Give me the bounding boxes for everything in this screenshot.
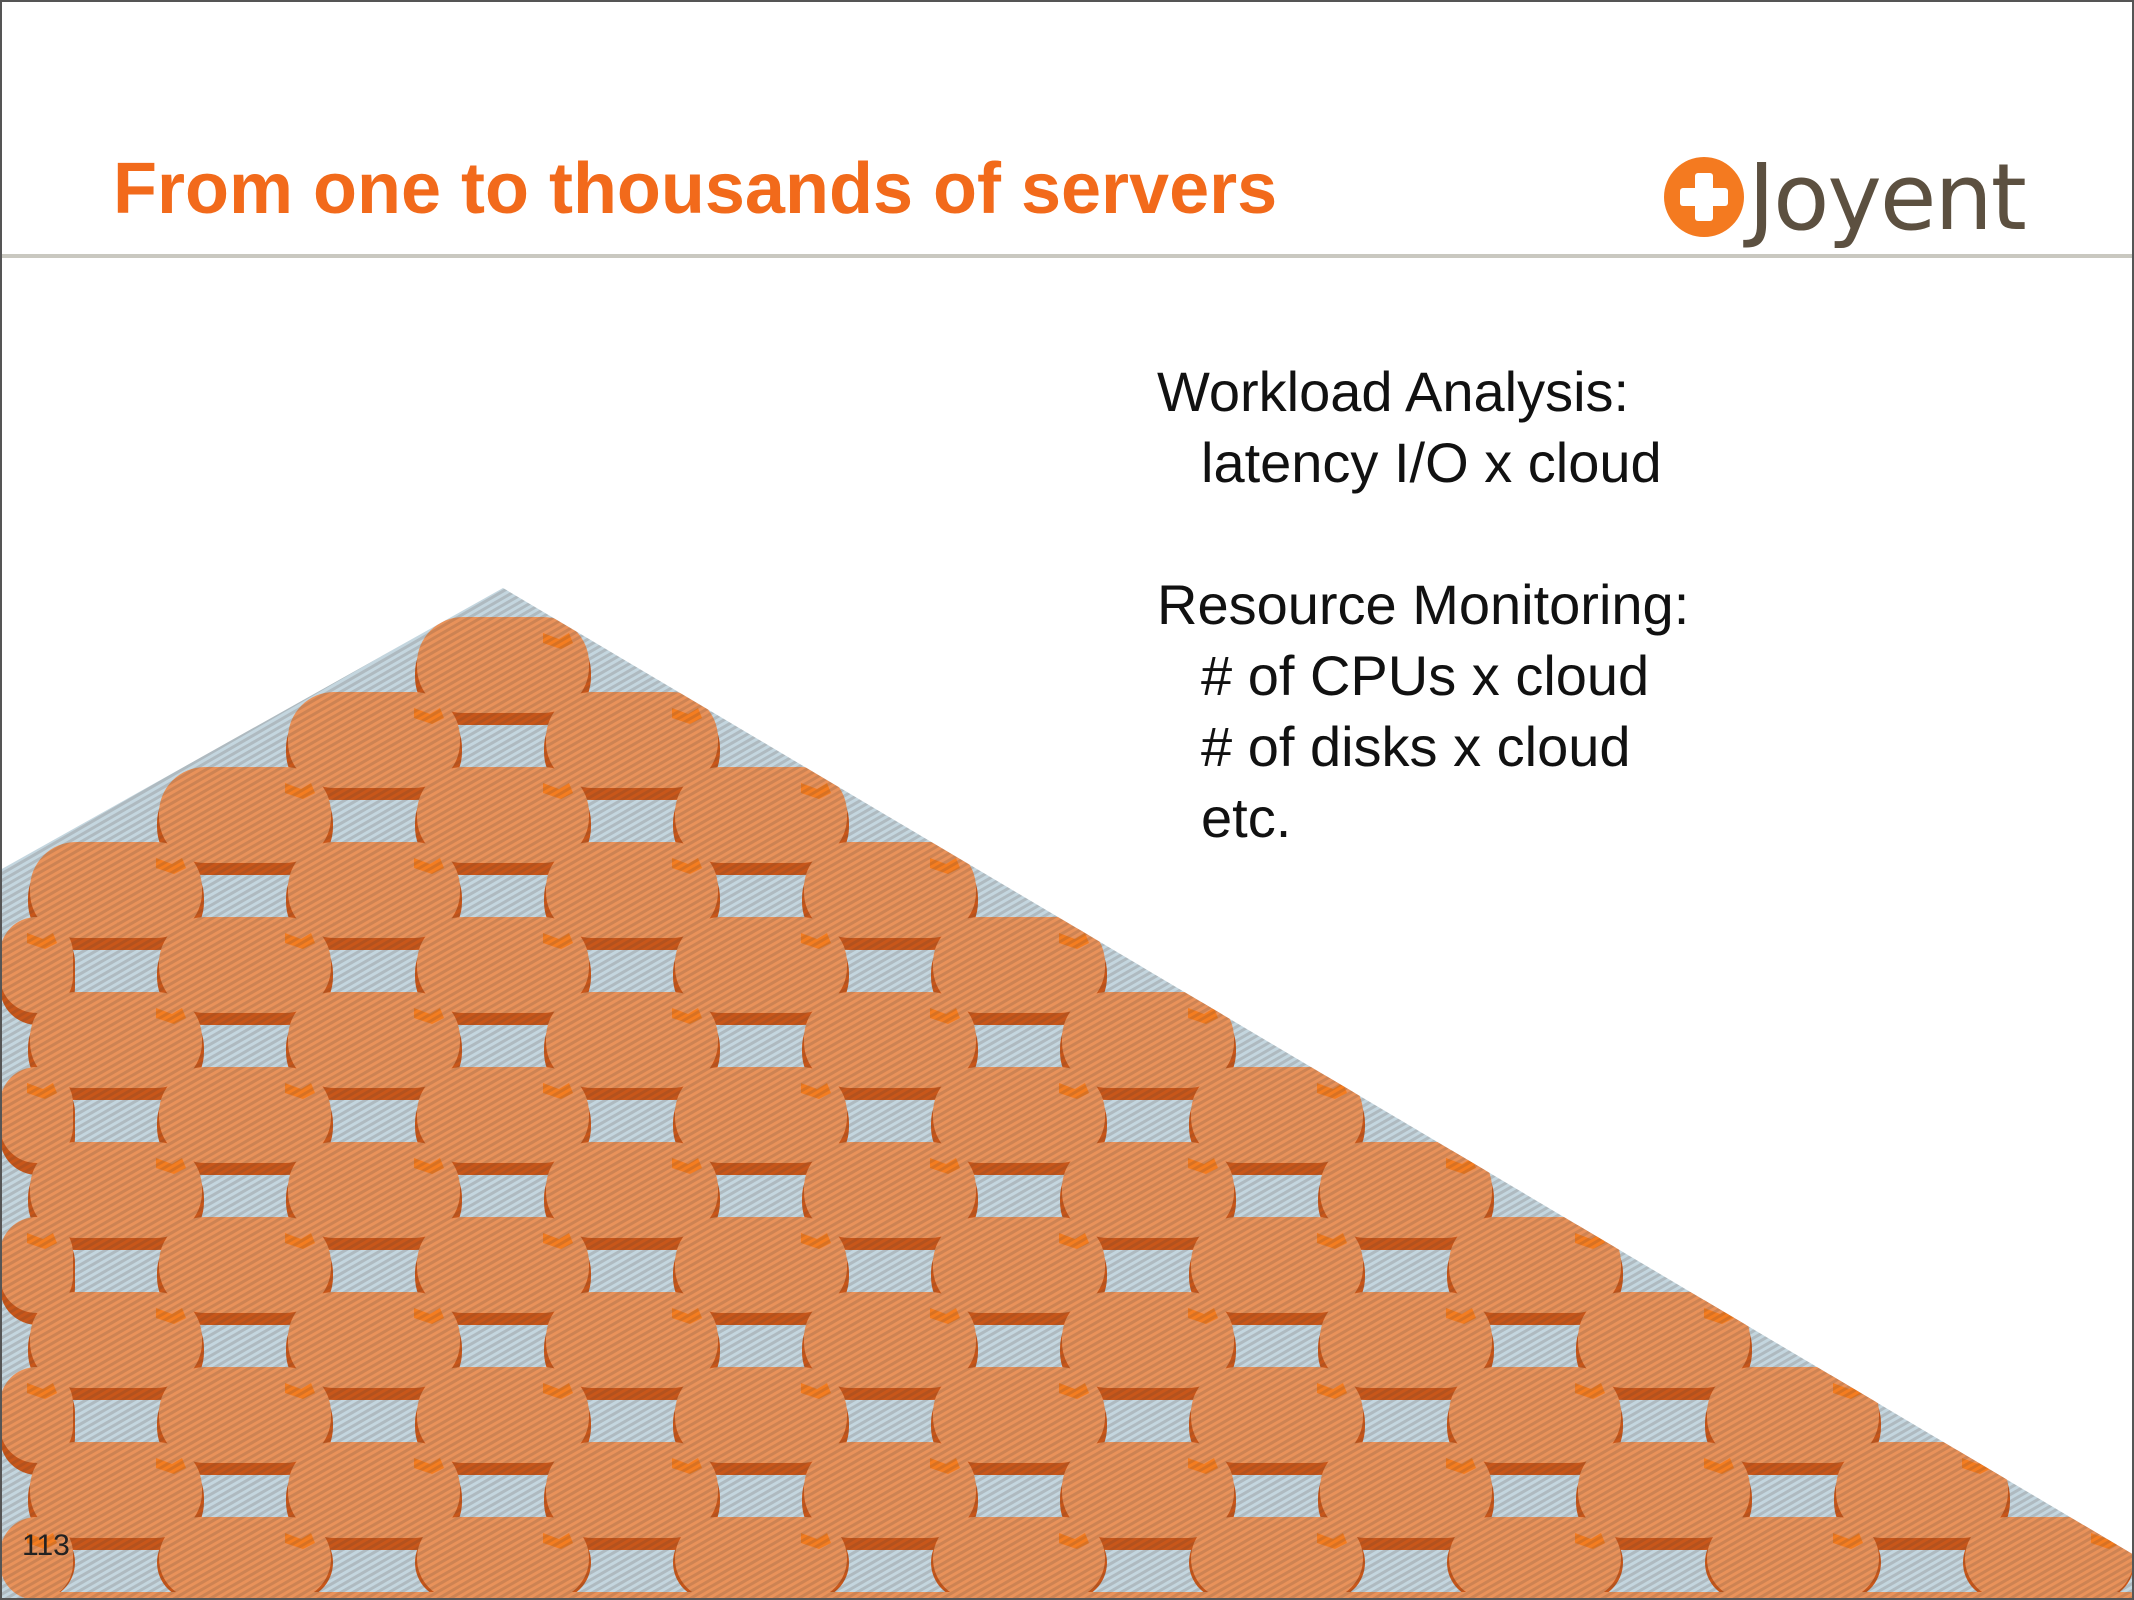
slide-title: From one to thousands of servers [113, 149, 1278, 229]
title-divider [0, 254, 2134, 258]
resource-item: etc. [1201, 786, 1292, 849]
resource-item: # of CPUs x cloud [1201, 644, 1650, 707]
page-number: 113 [22, 1529, 70, 1562]
workload-heading: Workload Analysis: [1157, 360, 1630, 423]
resource-heading: Resource Monitoring: [1157, 573, 1690, 636]
resource-item: # of disks x cloud [1201, 715, 1631, 778]
slide-body: Workload Analysis: latency I/O x cloud R… [1157, 356, 1689, 853]
plus-circle-icon [1664, 157, 1744, 237]
joyent-logo: Joyent [1664, 142, 2027, 252]
logo-text: Joyent [1748, 143, 2027, 251]
workload-item: latency I/O x cloud [1201, 431, 1662, 494]
